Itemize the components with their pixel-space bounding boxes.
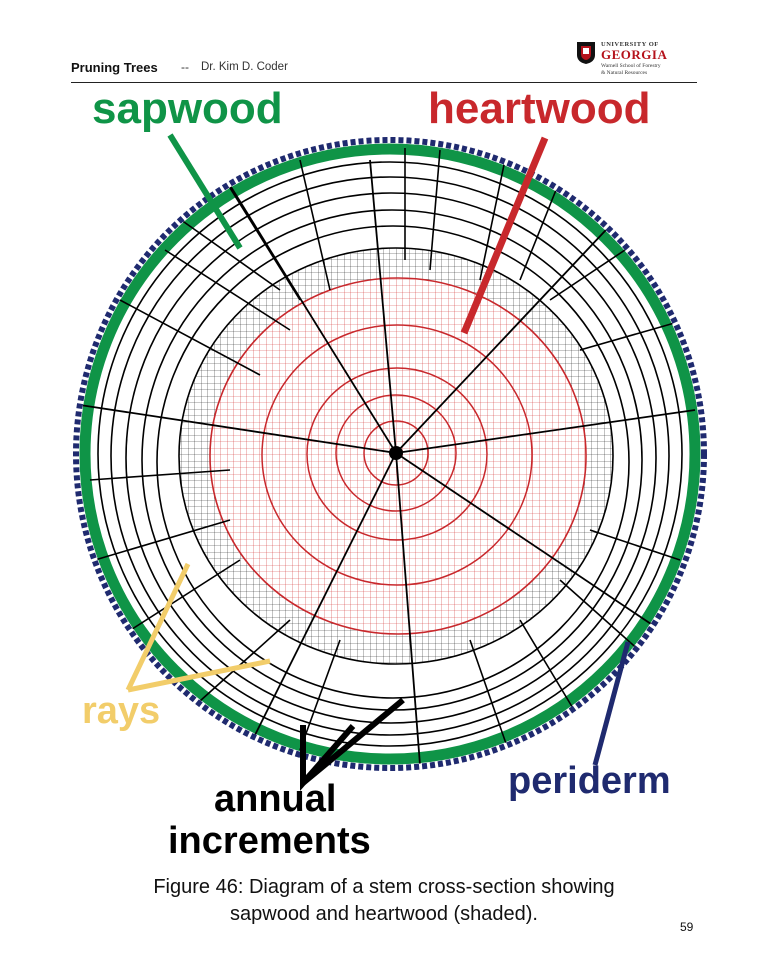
logo-top-text: UNIVERSITY OF — [601, 41, 659, 48]
header-title: Pruning Trees — [71, 60, 158, 75]
sapwood-rings — [97, 161, 683, 747]
heartwood-pointer — [460, 136, 549, 335]
annual-increments-pointer — [300, 697, 405, 791]
periderm-label: periderm — [508, 760, 671, 802]
header-author: Dr. Kim D. Coder — [201, 61, 288, 73]
figure-caption-line-1: Figure 46: Diagram of a stem cross-secti… — [153, 876, 615, 898]
page-number: 59 — [680, 920, 694, 934]
increments-label: increments — [168, 820, 371, 862]
university-logo: UNIVERSITY OF GEORGIA Warnell School of … — [576, 41, 701, 79]
shield-icon — [577, 42, 595, 64]
figure-caption-line-2: sapwood and heartwood (shaded). — [230, 903, 538, 925]
logo-subtitle-2: & Natural Resources — [601, 70, 648, 76]
heartwood-rings — [261, 324, 533, 586]
sapwood-label: sapwood — [92, 84, 283, 133]
logo-subtitle-1: Warnell School of Forestry — [601, 63, 661, 69]
pith — [389, 446, 403, 460]
sapwood-pointer — [167, 133, 243, 250]
rays-long — [79, 144, 696, 765]
annual-label: annual — [214, 778, 337, 820]
rays-label: rays — [82, 690, 161, 732]
page-header: Pruning Trees -- Dr. Kim D. Coder UNIVER… — [71, 41, 697, 83]
periderm-ring — [73, 137, 707, 771]
header-separator: -- — [181, 60, 189, 74]
heartwood-label: heartwood — [428, 84, 651, 133]
rays-pointer — [125, 562, 271, 693]
logo-name: GEORGIA — [601, 47, 668, 62]
rays-short — [89, 148, 686, 756]
periderm-pointer — [592, 641, 631, 766]
